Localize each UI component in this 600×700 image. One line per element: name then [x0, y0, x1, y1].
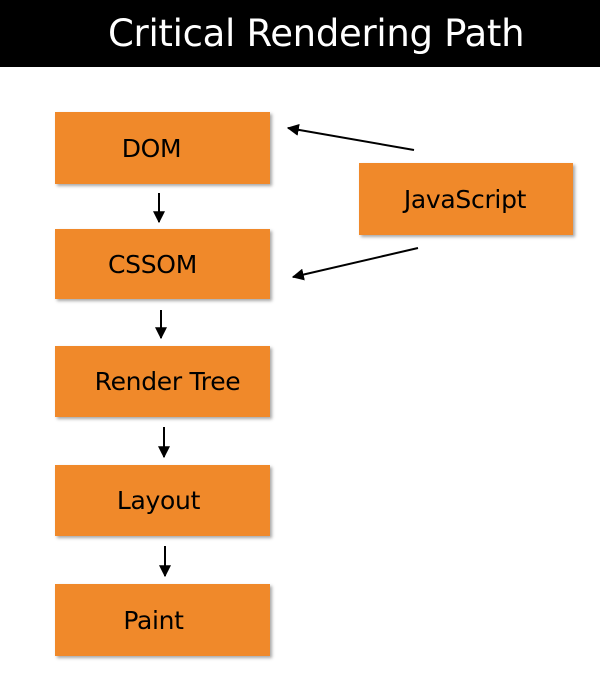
page-title: Critical Rendering Path	[108, 12, 525, 55]
cssom-node-label: CSSOM	[108, 249, 197, 279]
render-tree-node-label: Render Tree	[94, 367, 241, 396]
dom-node-label: DOM	[121, 133, 182, 163]
arrow-javascript-to-dom	[286, 123, 415, 151]
arrow-javascript-to-cssom	[291, 247, 419, 281]
render-tree-node: Render Tree	[55, 346, 270, 417]
cssom-node: CSSOM	[55, 229, 270, 299]
layout-node: Layout	[55, 465, 270, 536]
javascript-node-label: JavaScript	[403, 184, 527, 214]
dom-node: DOM	[55, 112, 270, 184]
javascript-node: JavaScript	[359, 163, 573, 235]
paint-node-label: Paint	[123, 605, 184, 635]
layout-node-label: Layout	[116, 486, 201, 515]
title-bar: Critical Rendering Path	[0, 0, 600, 67]
paint-node: Paint	[55, 584, 270, 656]
